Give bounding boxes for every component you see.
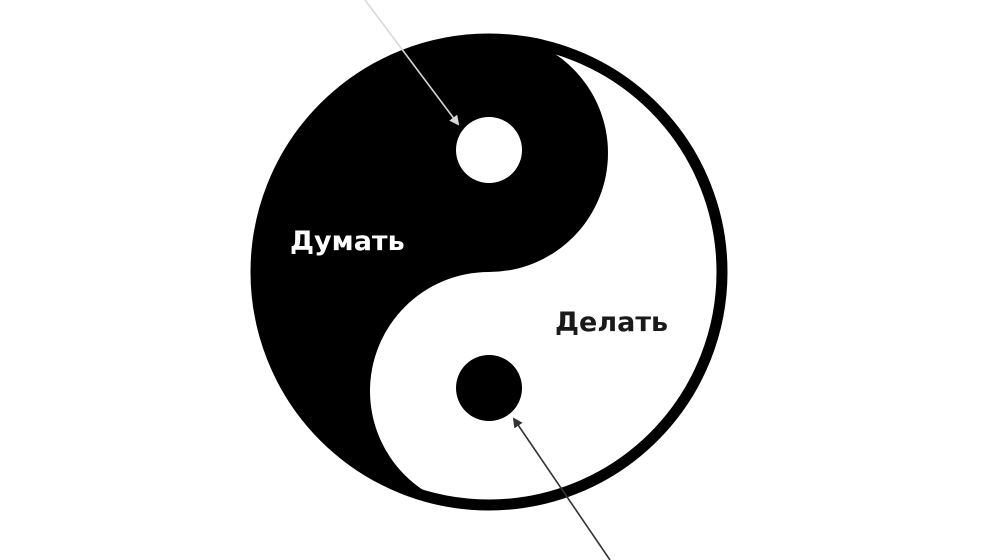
arrow-to-black-dot [512, 417, 611, 560]
white-dot [456, 117, 522, 183]
black-dot [456, 355, 522, 421]
label-think: Думать [290, 226, 405, 257]
arrow-to-white-dot [364, 0, 460, 126]
label-do: Делать [555, 307, 668, 338]
dark-half-tip [489, 34, 552, 47]
